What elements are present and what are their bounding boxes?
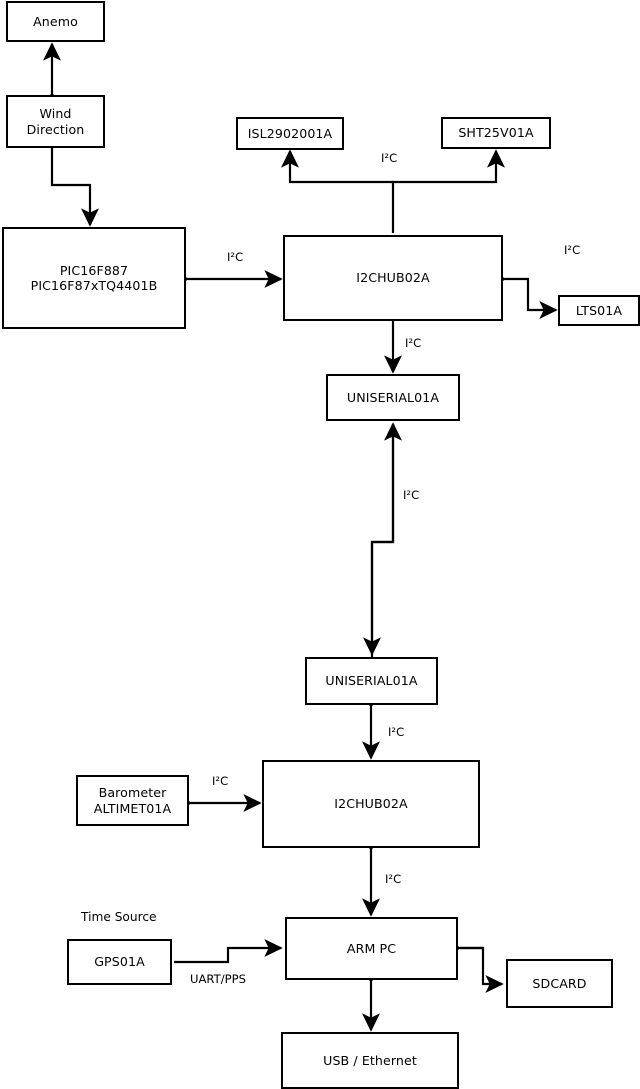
- node-usb-ethernet-label: USB / Ethernet: [323, 1052, 417, 1068]
- node-i2chub02a-top[interactable]: I2CHUB02A: [283, 235, 503, 321]
- node-anemo-label: Anemo: [33, 13, 78, 29]
- edge-hubtop-isl: [280, 149, 395, 233]
- node-uniserial01a-bottom[interactable]: UNISERIAL01A: [305, 657, 438, 705]
- node-pic-microcontroller-label: PIC16F887 PIC16F87xTQ4401B: [30, 262, 158, 293]
- node-barometer[interactable]: Barometer ALTIMET01A: [76, 775, 189, 826]
- edge-label-i2c-barometer-hub: I²C: [212, 774, 229, 788]
- edge-uniseriallink-down: [362, 424, 395, 656]
- node-barometer-label: Barometer ALTIMET01A: [93, 785, 172, 816]
- node-uniserial01a-top-label: UNISERIAL01A: [346, 389, 440, 405]
- edge-label-i2c-sensors-top: I²C: [381, 151, 398, 165]
- node-usb-ethernet[interactable]: USB / Ethernet: [281, 1032, 459, 1089]
- edge-uniseriallink-up: [370, 422, 403, 658]
- edge-label-i2c-uniserial-link: I²C: [403, 488, 420, 502]
- edge-label-i2c-hub-uniserial: I²C: [405, 336, 422, 350]
- edge-label-i2c-pic-hub: I²C: [227, 250, 244, 264]
- node-isl2902001a[interactable]: ISL2902001A: [236, 117, 344, 150]
- node-sht25v01a[interactable]: SHT25V01A: [441, 117, 551, 149]
- edge-label-i2c-hub-armpc: I²C: [385, 872, 402, 886]
- node-uniserial01a-bottom-label: UNISERIAL01A: [325, 673, 418, 689]
- node-uniserial01a-top[interactable]: UNISERIAL01A: [326, 374, 460, 421]
- edge-label-uart-pps: UART/PPS: [190, 972, 246, 986]
- node-arm-pc-label: ARM PC: [346, 940, 397, 956]
- node-pic-microcontroller[interactable]: PIC16F887 PIC16F87xTQ4401B: [2, 227, 186, 329]
- edge-label-i2c-hub-lts: I²C: [564, 243, 581, 257]
- node-i2chub02a-bottom[interactable]: I2CHUB02A: [262, 760, 480, 848]
- node-gps01a[interactable]: GPS01A: [67, 939, 172, 985]
- edge-hubtop-sht: [393, 149, 506, 184]
- edge-hubtop-lts: [488, 269, 558, 320]
- node-anemo[interactable]: Anemo: [6, 1, 105, 42]
- node-lts01a[interactable]: LTS01A: [558, 295, 640, 326]
- edge-armpc-sdcard-out: [460, 946, 504, 994]
- edge-gps-armpc: [174, 938, 283, 964]
- node-i2chub02a-bottom-label: I2CHUB02A: [334, 796, 408, 812]
- node-lts01a-label: LTS01A: [575, 302, 623, 318]
- node-arm-pc[interactable]: ARM PC: [285, 917, 458, 980]
- node-isl2902001a-label: ISL2902001A: [247, 125, 333, 141]
- node-sdcard-label: SDCARD: [532, 975, 587, 991]
- node-gps01a-label: GPS01A: [94, 954, 145, 970]
- edge-wind-pic: [42, 132, 100, 227]
- node-i2chub02a-top-label: I2CHUB02A: [356, 270, 430, 286]
- node-sht25v01a-label: SHT25V01A: [458, 125, 534, 141]
- node-wind-direction-label: Wind Direction: [26, 106, 85, 137]
- annotation-time-source: Time Source: [81, 910, 157, 924]
- edge-label-i2c-uniserial-hub2: I²C: [388, 725, 405, 739]
- node-sdcard[interactable]: SDCARD: [506, 959, 613, 1008]
- node-wind-direction[interactable]: Wind Direction: [6, 95, 105, 148]
